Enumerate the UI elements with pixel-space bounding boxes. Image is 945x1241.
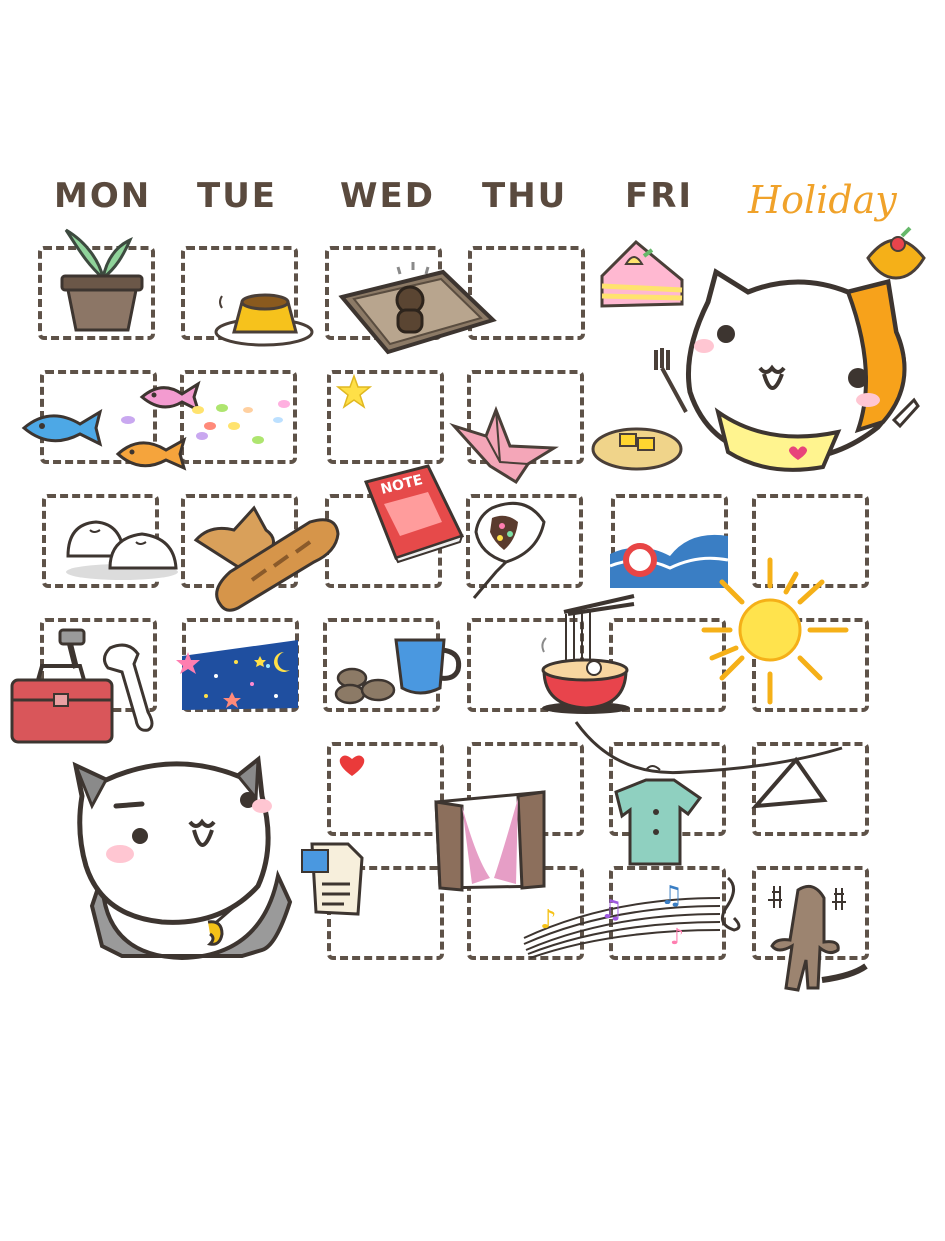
svg-text:♪: ♪ — [670, 925, 684, 950]
bread-icon — [193, 505, 340, 612]
svg-text:♫: ♫ — [600, 895, 623, 925]
potted-plant-icon — [60, 228, 144, 332]
fruit-tart-icon — [866, 226, 926, 280]
day-label-tue: TUE — [197, 176, 278, 216]
calico-cat-icon — [654, 268, 920, 472]
notebook-icon: NOTE — [363, 464, 465, 564]
shadow-figure-icon — [768, 884, 868, 992]
day-label-fri: FRI — [625, 176, 694, 216]
blue-fish-icon — [21, 408, 103, 447]
calendar-cell[interactable] — [180, 370, 297, 464]
pudding-icon — [214, 293, 314, 347]
star-icon — [335, 373, 373, 409]
calendar-cell[interactable] — [466, 494, 583, 588]
svg-text:♫: ♫ — [660, 881, 683, 911]
cookie-tray-icon — [338, 262, 497, 355]
window-curtain-icon — [434, 790, 546, 892]
steamed-buns-icon — [66, 520, 178, 580]
bolt-icon — [58, 628, 86, 669]
cake-slice-icon — [600, 239, 684, 308]
day-label-wed: WED — [340, 176, 435, 216]
toolbox-icon — [10, 664, 114, 744]
calendar-cell[interactable] — [468, 246, 585, 340]
coffee-cup-icon — [394, 638, 462, 695]
document-icon — [301, 842, 364, 916]
confetti-icon — [121, 400, 290, 444]
day-label-holiday: Holiday — [748, 178, 897, 222]
heart-icon — [339, 755, 365, 776]
paper-crane-icon — [449, 405, 559, 485]
calendar-cell[interactable] — [38, 246, 155, 340]
pink-fish-icon — [139, 380, 201, 413]
night-sky-icon — [176, 640, 298, 710]
wrench-icon — [103, 643, 154, 732]
grey-cat-icon — [72, 755, 293, 961]
calendar-cell[interactable] — [327, 370, 444, 464]
candy-bag-icon — [472, 501, 546, 599]
calendar-cell[interactable] — [752, 618, 869, 712]
calendar-cell[interactable] — [752, 494, 869, 588]
pancake-icon — [591, 427, 683, 471]
ocean-wave-icon — [609, 517, 729, 588]
day-label-thu: THU — [482, 176, 568, 216]
day-label-mon: MON — [54, 176, 152, 216]
music-staff-icon: ♪ ♫ ♫ ♪ — [523, 876, 741, 959]
clothesline-icon — [574, 721, 843, 866]
cookies-icon — [334, 667, 396, 705]
orange-fish-icon — [115, 436, 187, 471]
svg-text:♪: ♪ — [540, 905, 557, 935]
calendar-cell[interactable] — [752, 742, 869, 836]
ramen-bowl-icon — [541, 594, 635, 714]
sun-icon — [701, 557, 849, 705]
calendar-cell[interactable] — [327, 742, 444, 836]
